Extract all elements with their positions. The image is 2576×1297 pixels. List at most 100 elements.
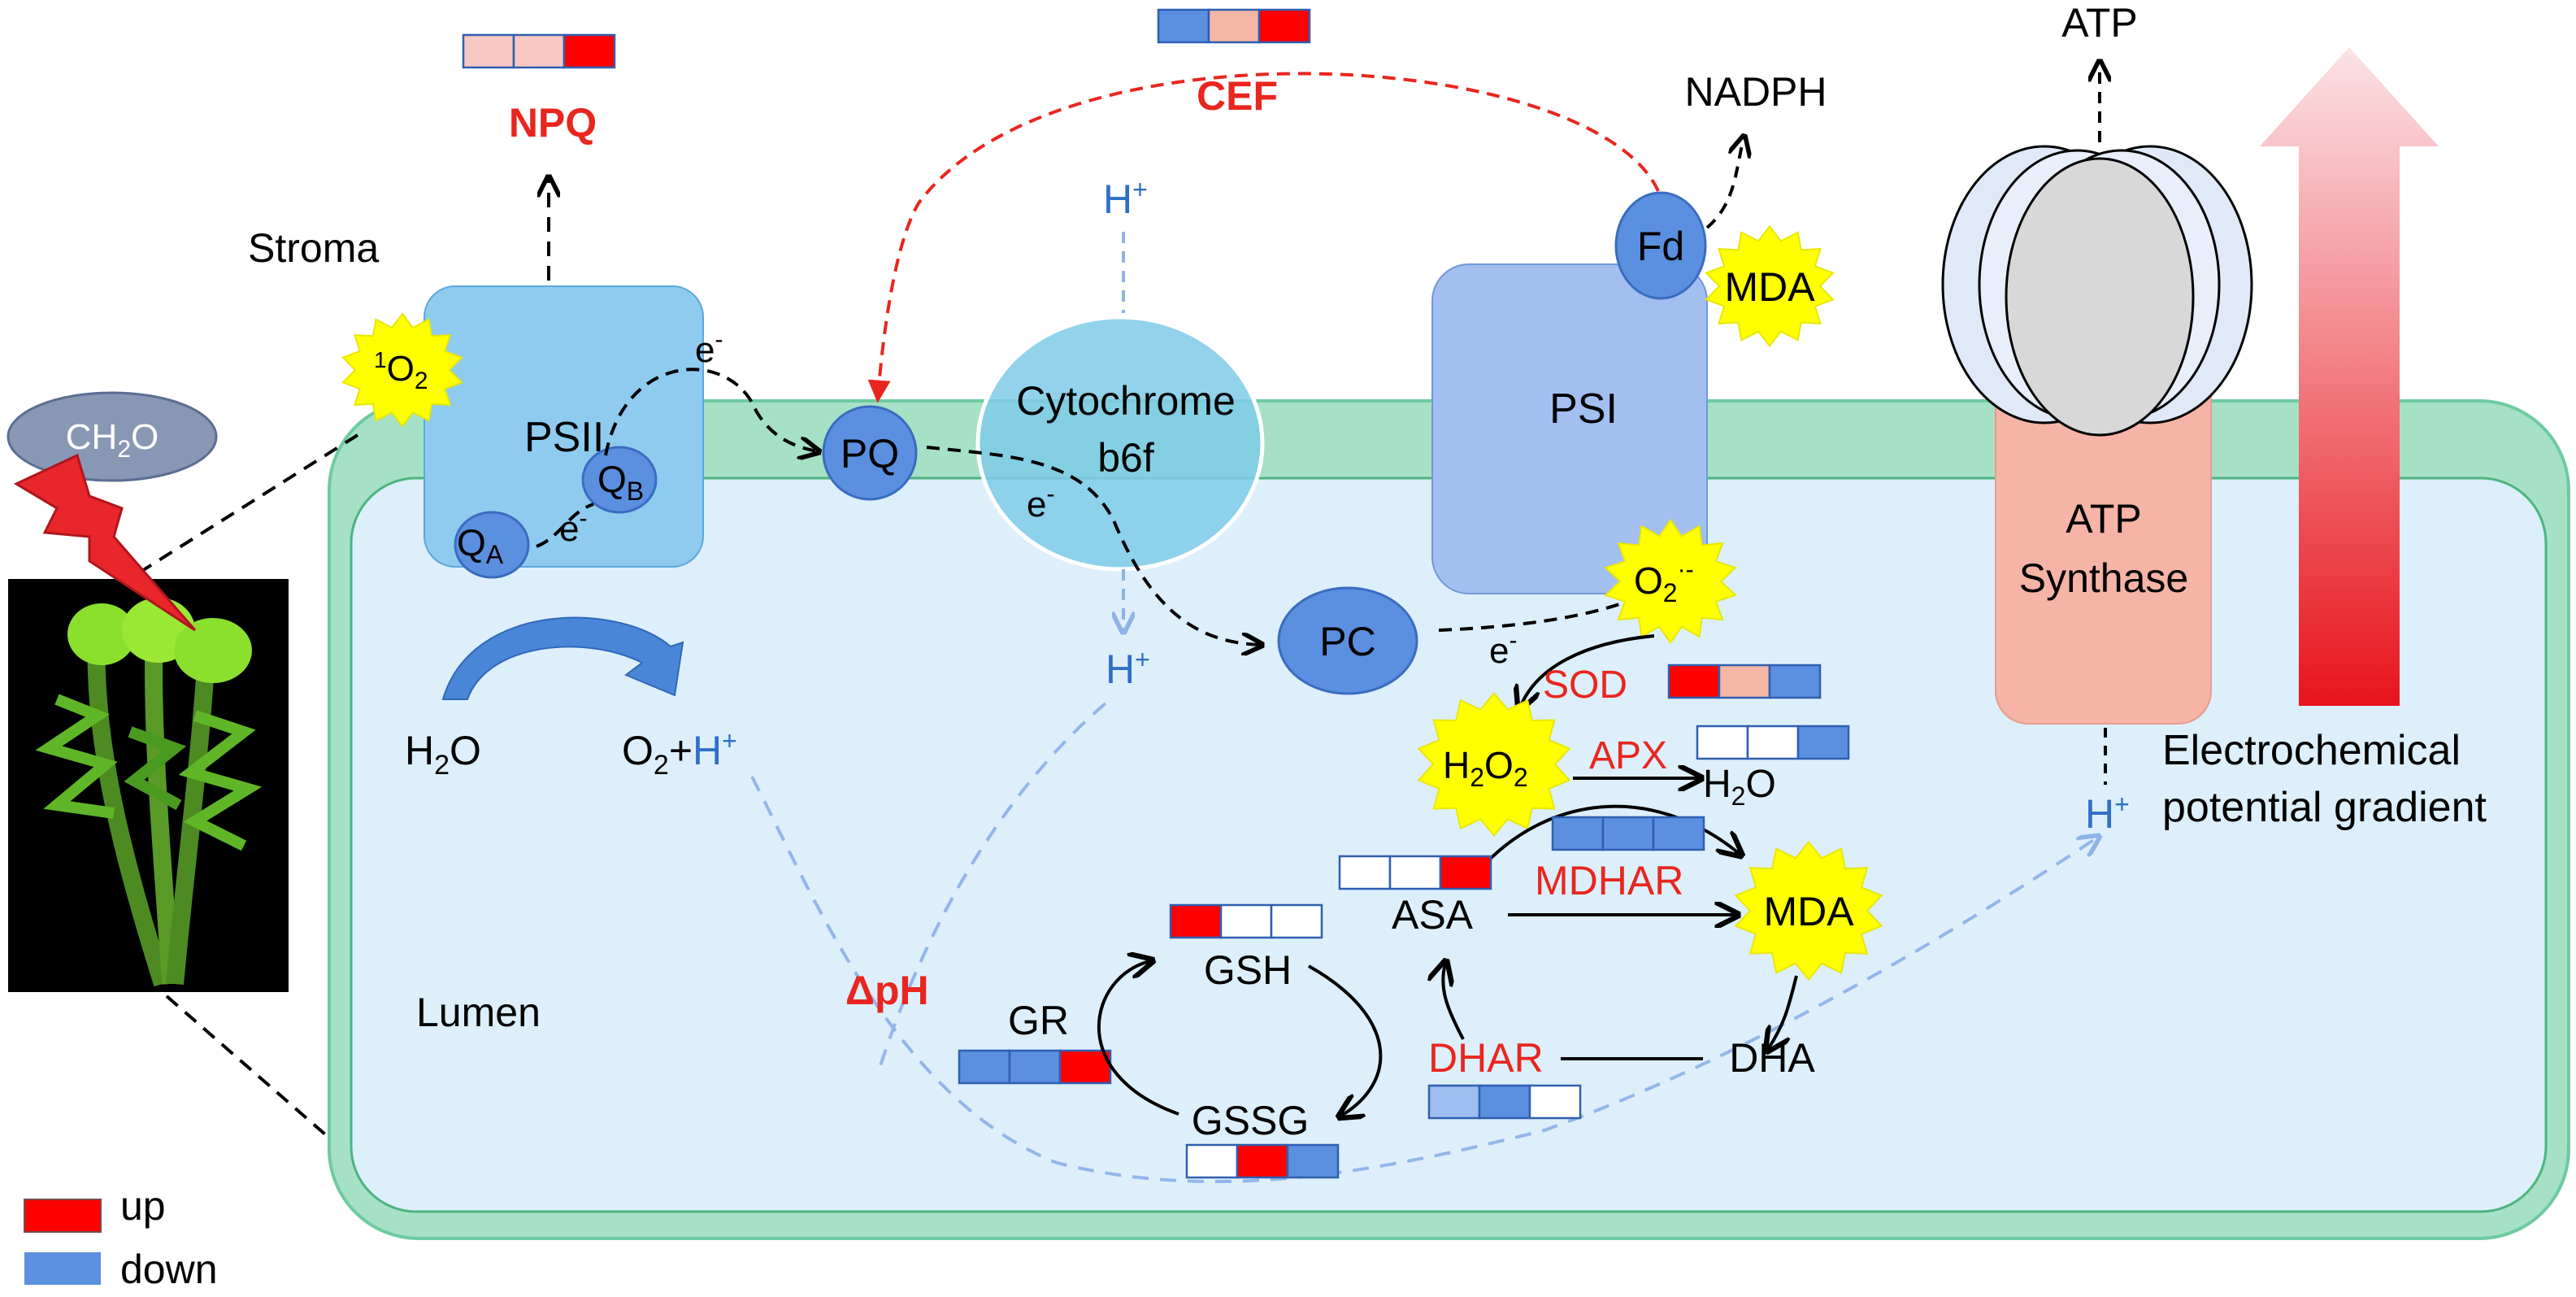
superoxide-to-h2o2-arrow bbox=[1520, 634, 1655, 707]
gsh-label: GSH bbox=[1204, 947, 1292, 993]
cytochrome-label-line2: b6f bbox=[1097, 435, 1154, 481]
heatmap-cell-apx-2 bbox=[1746, 725, 1800, 760]
legend-down-swatch bbox=[24, 1252, 101, 1285]
cytochrome-b6f bbox=[975, 315, 1265, 572]
pc-label: PC bbox=[1319, 619, 1375, 664]
qa-node bbox=[454, 511, 530, 579]
mda-stroma-burst bbox=[1705, 224, 1835, 348]
heatmap-cell-gssg-1 bbox=[1185, 1143, 1239, 1179]
heatmap-apx bbox=[1696, 725, 1850, 760]
ch2o-label: CH2O bbox=[66, 417, 159, 463]
lumen-label: Lumen bbox=[416, 990, 541, 1035]
qb-node bbox=[581, 446, 658, 514]
singlet-oxygen-burst bbox=[341, 312, 463, 428]
h2o-product-label: H2O bbox=[1703, 763, 1776, 811]
heatmap-cell-dhar-3 bbox=[1528, 1084, 1582, 1120]
heatmap-gsh bbox=[1169, 903, 1323, 939]
pc-to-psi-electron-path bbox=[1438, 584, 1660, 632]
stroma-hplus-label: H+ bbox=[1103, 175, 1148, 222]
qb-label: QB bbox=[597, 458, 644, 506]
ch2o-ellipse bbox=[7, 391, 218, 482]
gradient-label-line1: Electrochemical bbox=[2162, 727, 2461, 774]
heatmap-cell-gssg-2 bbox=[1236, 1143, 1289, 1179]
heatmap-cell-apx-3 bbox=[1796, 725, 1850, 760]
psi-complex bbox=[1431, 263, 1708, 594]
legend-up-swatch bbox=[24, 1199, 102, 1233]
heatmap-cell-cef-2 bbox=[1207, 8, 1261, 44]
gradient-label-line2: potential gradient bbox=[2162, 784, 2487, 831]
atp-synthase-hplus-label: H+ bbox=[2085, 790, 2130, 837]
gradient-arrow bbox=[2260, 47, 2439, 706]
fd-node bbox=[1614, 191, 1707, 300]
psii-label: PSII bbox=[524, 414, 604, 461]
nadph-label: NADPH bbox=[1684, 69, 1827, 115]
atp-label: ATP bbox=[2061, 0, 2138, 46]
psii-to-pq-electron-path bbox=[604, 368, 817, 455]
singlet-oxygen-label: 1O2 bbox=[374, 347, 428, 394]
heatmap-cell-sod-1 bbox=[1667, 664, 1721, 699]
heatmap-cell-mdhar-1 bbox=[1551, 816, 1605, 851]
psii-e-label: e- bbox=[559, 505, 587, 549]
mda-lumen-burst bbox=[1734, 840, 1883, 981]
gssg-label: GSSG bbox=[1192, 1098, 1309, 1143]
gssg-to-gsh-arrow bbox=[1097, 961, 1179, 1116]
heatmap-cell-asa-1 bbox=[1338, 855, 1392, 890]
atp-synthase-head bbox=[1941, 145, 2253, 437]
h2o2-burst bbox=[1417, 692, 1571, 837]
apx-label: APX bbox=[1589, 734, 1667, 777]
gsh-to-gssg-arrow bbox=[1308, 964, 1383, 1116]
h2o2-label: H2O2 bbox=[1443, 744, 1528, 792]
qa-qb-electron-path bbox=[536, 503, 594, 548]
cytochrome-label-line1: Cytochrome bbox=[1016, 378, 1236, 424]
heatmap-cell-apx-1 bbox=[1696, 725, 1749, 760]
heatmap-gssg bbox=[1185, 1143, 1340, 1179]
zoom-line-top bbox=[137, 433, 359, 575]
mda-lumen-label: MDA bbox=[1763, 889, 1854, 934]
fd-label: Fd bbox=[1637, 224, 1684, 269]
heatmap-cell-gr-3 bbox=[1058, 1049, 1112, 1085]
lumen-hplus-path bbox=[876, 702, 1107, 1074]
qa-label: QA bbox=[457, 521, 504, 569]
lumen-hplus-label: H+ bbox=[1106, 645, 1150, 692]
heatmap-cell-npq-1 bbox=[462, 33, 515, 69]
zoom-line-bottom bbox=[165, 995, 327, 1136]
heatmap-cell-sod-3 bbox=[1768, 664, 1822, 699]
pq-to-pc-electron-path bbox=[926, 446, 1260, 645]
psi-label: PSI bbox=[1549, 385, 1618, 433]
heatmap-cef bbox=[1157, 8, 1311, 44]
superoxide-burst bbox=[1604, 518, 1737, 645]
mdhar-label: MDHAR bbox=[1535, 858, 1683, 903]
atp-synthase-label-line1: ATP bbox=[2066, 496, 2142, 542]
water-splitting-arrow bbox=[441, 616, 684, 700]
heatmap-npq bbox=[462, 33, 616, 69]
delta-ph-label: ΔpH bbox=[845, 968, 929, 1013]
fd-to-nadph-arrow bbox=[1705, 138, 1744, 229]
heatmap-dhar bbox=[1427, 1084, 1582, 1120]
heatmap-cell-dhar-1 bbox=[1427, 1084, 1481, 1120]
dhar-to-asa-arrow bbox=[1443, 964, 1465, 1040]
mda-to-dha-arrow bbox=[1768, 975, 1798, 1049]
heatmap-cell-mdhar-3 bbox=[1652, 816, 1705, 851]
heatmap-gr bbox=[958, 1049, 1112, 1085]
stroma-label: Stroma bbox=[248, 225, 379, 271]
heatmap-cell-npq-2 bbox=[512, 33, 566, 69]
heatmap-cell-asa-3 bbox=[1439, 855, 1492, 890]
legend-down-label: down bbox=[120, 1247, 218, 1292]
heatmap-cell-cef-1 bbox=[1157, 8, 1210, 44]
dha-label: DHA bbox=[1729, 1035, 1815, 1081]
pc-node bbox=[1277, 586, 1418, 695]
cef-arrow bbox=[867, 72, 1660, 403]
psii-pq-e-label: e- bbox=[695, 326, 723, 370]
heatmap-cell-dhar-2 bbox=[1478, 1084, 1531, 1120]
superoxide-label: O2·- bbox=[1634, 556, 1694, 607]
legend-up-label: up bbox=[120, 1183, 166, 1229]
heatmap-cell-gsh-2 bbox=[1219, 903, 1273, 939]
heatmap-mdhar bbox=[1551, 816, 1705, 851]
heatmap-cell-cef-3 bbox=[1258, 8, 1311, 44]
atp-synthase-label-line2: Synthase bbox=[2019, 555, 2188, 601]
heatmap-cell-gr-1 bbox=[958, 1049, 1011, 1085]
heatmap-sod bbox=[1667, 664, 1822, 699]
plant-illustration bbox=[35, 598, 263, 987]
pq-label: PQ bbox=[841, 431, 899, 477]
